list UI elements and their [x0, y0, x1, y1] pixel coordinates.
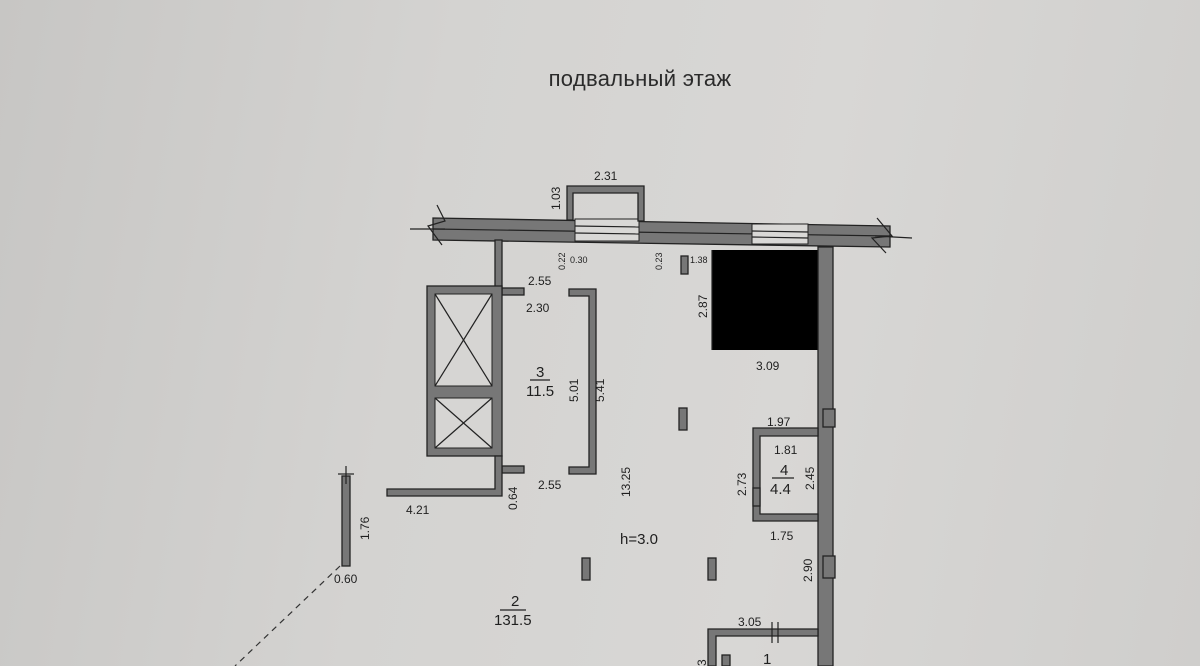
window-left [574, 218, 640, 242]
dim-left-small: 0.60 [334, 572, 358, 586]
room-4-number: 4 [780, 462, 788, 479]
dim-room3-bottom: 2.55 [538, 478, 562, 492]
dim-left-vertical: 1.76 [358, 516, 372, 540]
dim-wall-right: 0.23 [654, 252, 664, 270]
column-1 [678, 407, 688, 431]
window-right [751, 223, 809, 245]
height-label: h=3.0 [620, 531, 658, 548]
dim-room1-left: 3 [695, 659, 709, 666]
wall-break-left [427, 204, 446, 246]
wall-left-pillar [341, 475, 351, 567]
room-3-area: 11.5 [526, 383, 554, 400]
dim-top-niche-width: 2.31 [594, 169, 618, 183]
wall-room4 [752, 427, 819, 522]
wall-room3-right [568, 288, 597, 475]
dim-room4-right-height: 2.45 [803, 466, 817, 490]
room-4-area: 4.4 [770, 481, 791, 498]
dim-black-height: 2.87 [696, 294, 710, 318]
top-niche [566, 185, 645, 222]
wall-break-right [870, 217, 894, 254]
room-3-number: 3 [536, 364, 544, 381]
room-2-area: 131.5 [494, 612, 532, 629]
dim-wall-gap: 0.30 [570, 255, 588, 265]
wall-stub-bottom [501, 465, 525, 474]
dim-top-niche-depth: 1.03 [549, 186, 563, 210]
dim-black-width: 3.09 [756, 359, 780, 373]
column-2 [581, 557, 591, 581]
dim-left-wall-segment: 4.21 [406, 503, 430, 517]
wall-right-nub-1 [822, 408, 836, 428]
dim-room1-width: 3.05 [738, 615, 762, 629]
dim-right-lower-height: 2.90 [801, 558, 815, 582]
column-3 [707, 557, 717, 581]
dim-room4-inner-width: 1.81 [774, 443, 798, 457]
wall-room1-stub [721, 654, 731, 666]
wall-room4-stub [752, 487, 761, 507]
wall-right-nub-2 [822, 555, 836, 579]
dim-left-stub: 0.64 [506, 486, 520, 510]
redacted-block [712, 250, 818, 350]
wall-right [817, 246, 834, 666]
room-2-number: 2 [511, 593, 519, 610]
wall-stub-opening [680, 255, 689, 275]
dim-room3-height-outer: 5.41 [593, 378, 607, 402]
wall-left-segment [386, 455, 503, 497]
door-swing-arc [234, 565, 341, 666]
wall-stub-top [501, 287, 525, 296]
dim-room2-height: 13.25 [619, 467, 633, 497]
dim-wall-left: 0.22 [557, 252, 567, 270]
dim-room4-outer-width: 1.97 [767, 415, 791, 429]
page-title: подвальный этаж [548, 66, 732, 91]
dim-room3-top-outer: 2.55 [528, 274, 552, 288]
dim-room4-bottom: 1.75 [770, 529, 794, 543]
room-1-number: 1 [763, 651, 771, 666]
dim-room3-top-inner: 2.30 [526, 301, 550, 315]
dim-opening: 1.38 [690, 255, 708, 265]
wall-room1 [707, 628, 819, 666]
dim-room4-left-height: 2.73 [735, 472, 749, 496]
dim-room3-height-inner: 5.01 [567, 378, 581, 402]
